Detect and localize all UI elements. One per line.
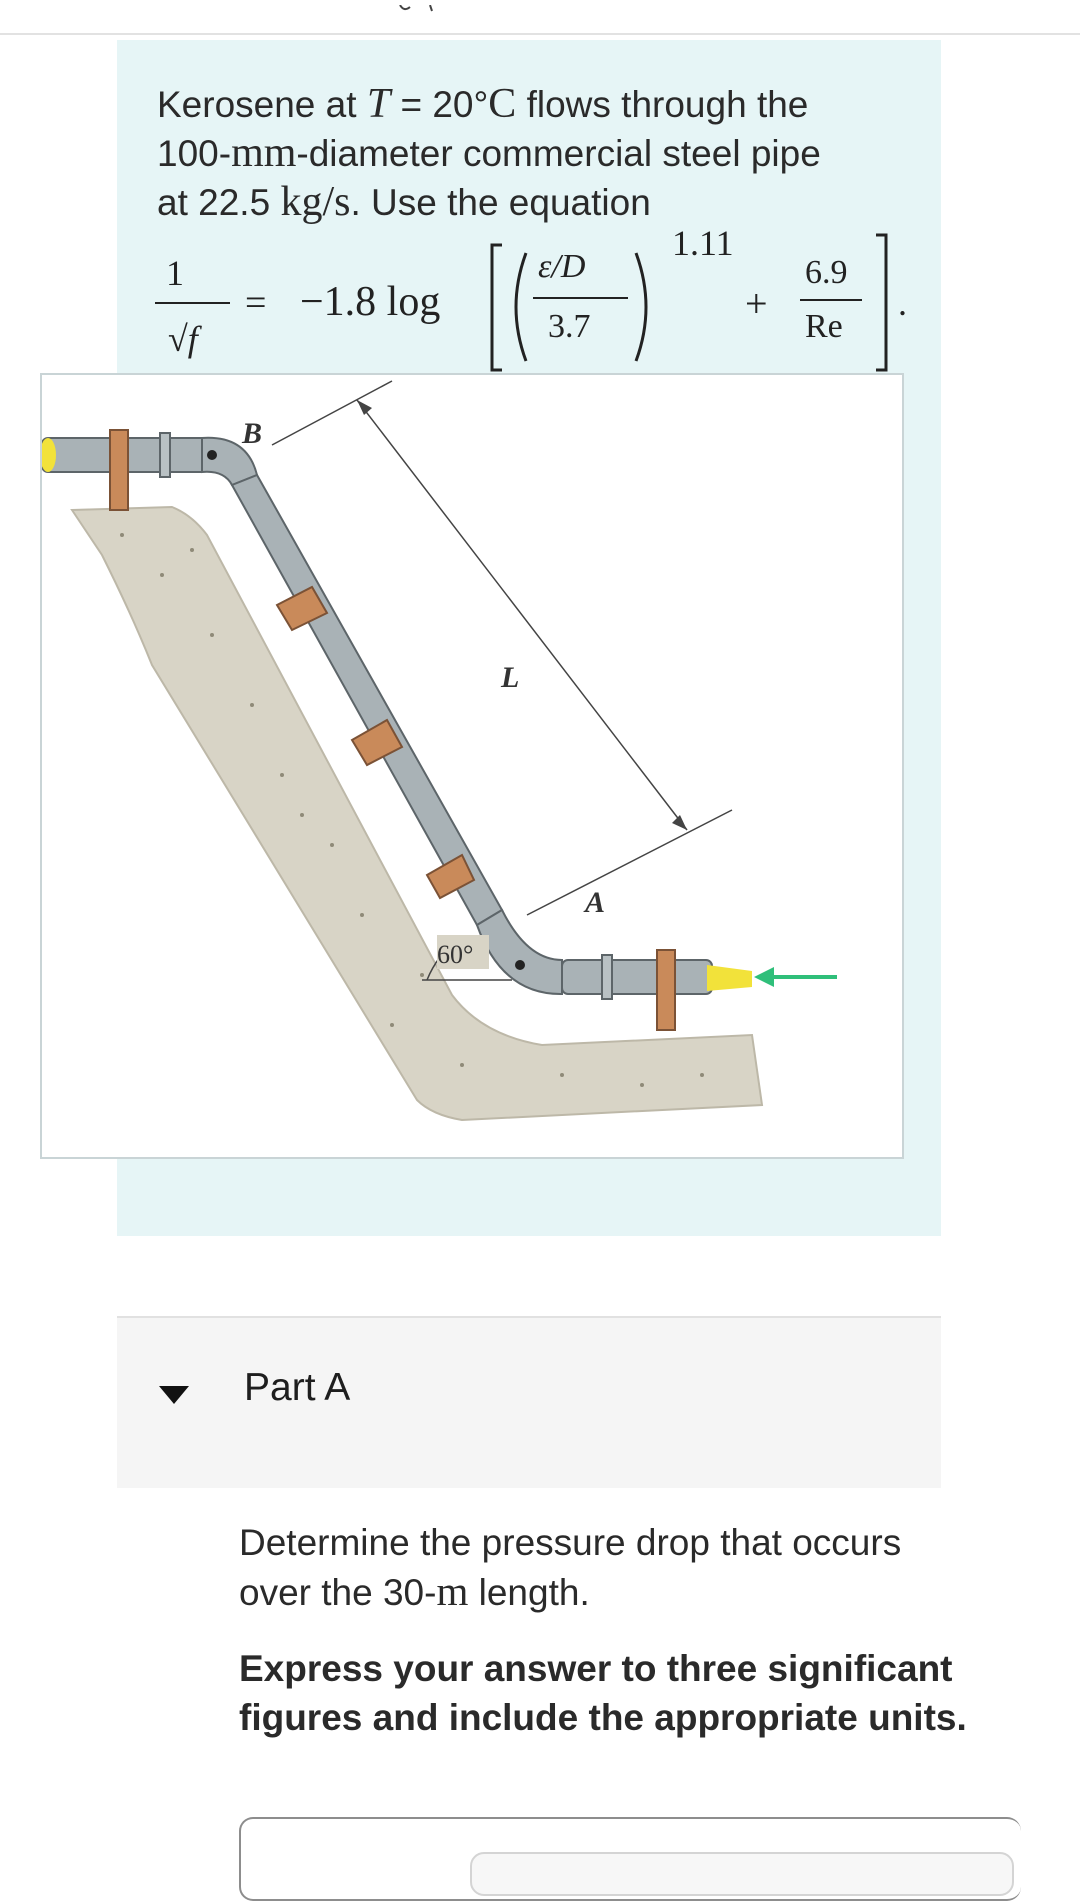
point-A-marker <box>515 960 525 970</box>
eq-right-bracket <box>876 233 888 372</box>
answer-toolbar[interactable] <box>470 1852 1014 1896</box>
eq-left-bracket <box>490 243 502 372</box>
dimension-arrow-top <box>357 400 372 415</box>
dimension-line-L <box>356 399 688 831</box>
part-a-header[interactable]: Part A <box>117 1316 941 1488</box>
flow-rate-unit: kg/s <box>280 179 351 225</box>
eq-lhs-denominator: √f <box>168 319 203 359</box>
top-divider <box>0 33 1080 35</box>
eq-exponent: 1.11 <box>672 225 734 263</box>
equation-intro: . Use the equation <box>350 182 651 223</box>
ground-speckles <box>120 533 704 1087</box>
colebrook-haaland-equation: 1 √f = −1.8 log ε/D 3.7 1.11 + 6.9 Re . <box>150 223 930 375</box>
point-B-marker <box>207 450 217 460</box>
intro-text-cont: flows through the <box>516 84 809 125</box>
slope-clamp-2 <box>350 718 404 767</box>
eq-equals: = <box>245 282 266 324</box>
upper-support-clamp <box>109 429 129 511</box>
eq-period: . <box>898 283 907 323</box>
eq-lhs-numerator: 1 <box>166 253 184 293</box>
label-B: B <box>241 417 262 450</box>
lower-pipe-fluid <box>707 965 752 991</box>
eq-plus: + <box>745 281 768 326</box>
temperature-unit: C <box>488 81 517 127</box>
ground-slope <box>70 505 764 1122</box>
pipe-figure: L B A 60° <box>40 373 904 1159</box>
slope-clamp-3 <box>425 853 476 900</box>
flow-rate-text: at 22.5 <box>157 182 271 223</box>
dimension-label-bg <box>492 655 532 695</box>
upper-flange <box>159 432 171 478</box>
angle-label: 60° <box>437 940 473 969</box>
eq-roughness-ratio: ε/D <box>538 248 586 285</box>
eq-right-paren <box>634 252 648 362</box>
angle-label-bg <box>437 935 489 969</box>
diameter-unit: mm <box>231 130 297 176</box>
lower-support-clamp <box>656 949 676 1031</box>
eq-reynolds-denominator: Re <box>805 308 843 345</box>
slope-clamp-1 <box>275 585 329 632</box>
intro-text: Kerosene at <box>157 84 357 125</box>
collapse-caret-icon[interactable] <box>159 1386 189 1404</box>
label-L: L <box>500 661 519 694</box>
eq-inner-denominator: 3.7 <box>548 308 591 345</box>
dimension-extension-bottom <box>526 809 733 916</box>
temperature-variable: T <box>366 81 391 127</box>
eq-left-paren <box>514 252 528 362</box>
lower-flange <box>601 954 613 1000</box>
answer-instructions: Express your answer to three significant… <box>239 1648 967 1738</box>
label-A: A <box>583 886 605 919</box>
dimension-extension-top <box>271 380 393 446</box>
dimension-arrow-bottom <box>672 815 687 830</box>
problem-text: Kerosene at T = 20°C flows through the 1… <box>157 80 917 227</box>
truncated-text-fragment <box>380 0 460 12</box>
part-a-title: Part A <box>244 1366 351 1409</box>
part-a-question: Determine the pressure drop that occurs … <box>239 1518 979 1617</box>
upper-pipe-fluid <box>42 438 56 472</box>
temperature-value: = 20° <box>390 84 489 125</box>
question-text-end: length. <box>468 1572 590 1613</box>
eq-coefficient: −1.8 log <box>300 279 440 325</box>
pipe-description: -diameter commercial steel pipe <box>296 133 821 174</box>
lower-elbow <box>475 908 563 996</box>
lower-horizontal-pipe <box>561 959 713 995</box>
question-unit: m <box>436 1568 469 1614</box>
question-text: Determine the pressure drop that occurs … <box>239 1522 902 1613</box>
diameter-text: 100- <box>157 133 232 174</box>
flow-arrow-head <box>754 967 774 987</box>
eq-reynolds-numerator: 6.9 <box>805 254 848 291</box>
